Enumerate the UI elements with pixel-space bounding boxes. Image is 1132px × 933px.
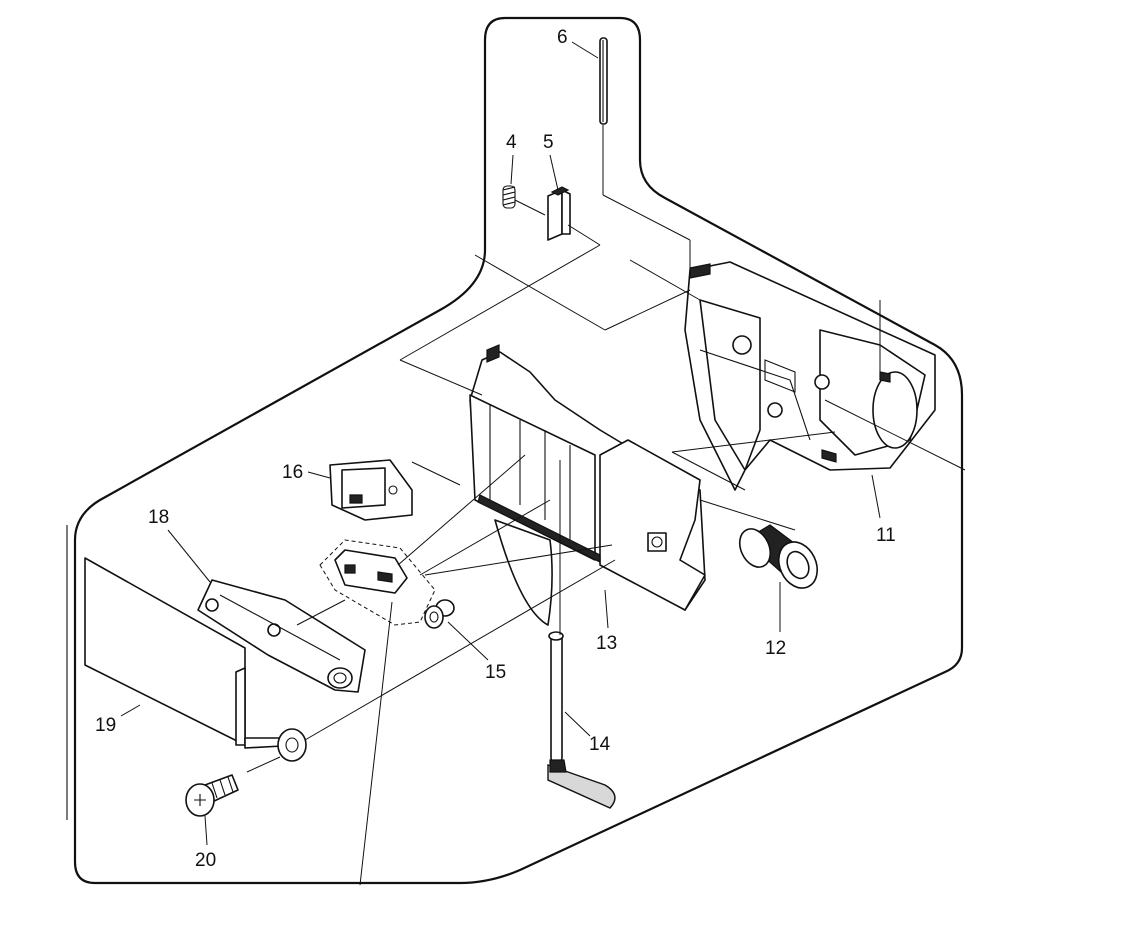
callout-5: 5	[543, 132, 554, 153]
callout-12: 12	[765, 638, 786, 659]
callout-11: 11	[876, 525, 896, 546]
callouts: 6 4 5 11 12 13 14 15 16 18 19 20	[95, 27, 896, 871]
callout-6: 6	[557, 27, 568, 48]
base-outline	[73, 16, 964, 885]
part-5-latch	[547, 186, 571, 241]
part-13-cover	[469, 344, 706, 626]
callout-19: 19	[95, 715, 116, 736]
part-14-shaft	[547, 631, 616, 809]
callout-13: 13	[596, 633, 617, 654]
assembly-lines	[246, 125, 966, 886]
part-11-housing	[684, 261, 936, 491]
part-16-bracket	[329, 459, 413, 521]
callout-20: 20	[195, 850, 216, 871]
callout-16: 16	[282, 462, 303, 483]
part-20-screw	[185, 774, 239, 817]
part-6-pin	[599, 37, 608, 125]
callout-14: 14	[589, 734, 611, 755]
part-4-spring	[502, 185, 516, 209]
part-18-lever-plate	[197, 579, 366, 693]
callout-4: 4	[506, 132, 517, 153]
dashed-subassembly	[319, 539, 436, 626]
callout-18: 18	[148, 507, 169, 528]
part-19-panel	[84, 557, 307, 762]
part-12-roller	[738, 524, 819, 589]
part-15-bushing	[424, 599, 455, 629]
callout-leaders	[120, 41, 881, 846]
callout-15: 15	[485, 662, 506, 683]
